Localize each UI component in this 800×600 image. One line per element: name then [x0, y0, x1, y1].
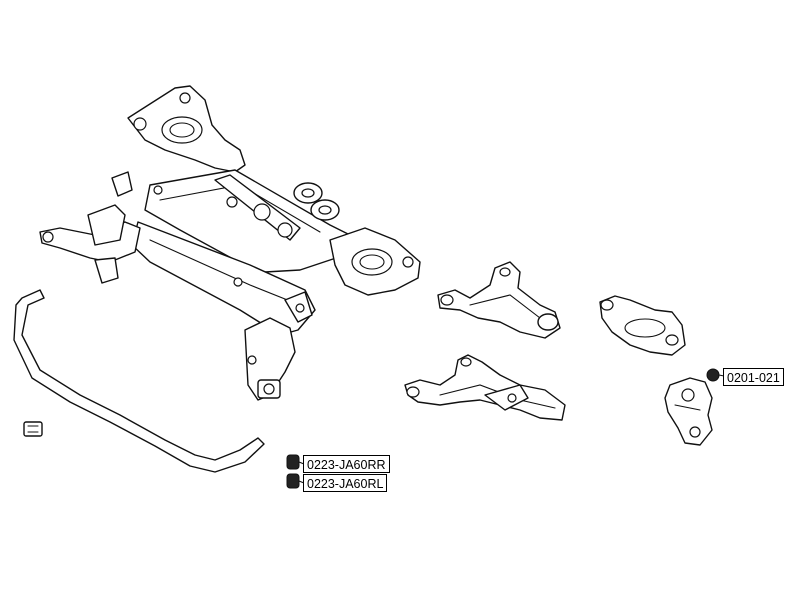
subframe-bushings [293, 182, 340, 221]
ball-joint [706, 368, 720, 382]
stabilizer-links [286, 454, 305, 489]
callout-stabilizer-link-rl: 0223-JA60RL [303, 474, 388, 492]
stabilizer-bar [13, 289, 265, 473]
lower-control-arm [404, 354, 566, 421]
callout-ball-joint: 0201-021 [723, 368, 784, 386]
callout-stabilizer-link-rr: 0223-JA60RR [303, 455, 390, 473]
rear-lower-arm [599, 295, 686, 356]
rear-subframe [39, 85, 421, 401]
rear-knuckle [664, 368, 725, 446]
stabilizer-bushing [23, 421, 43, 437]
upper-control-arm [437, 261, 561, 339]
